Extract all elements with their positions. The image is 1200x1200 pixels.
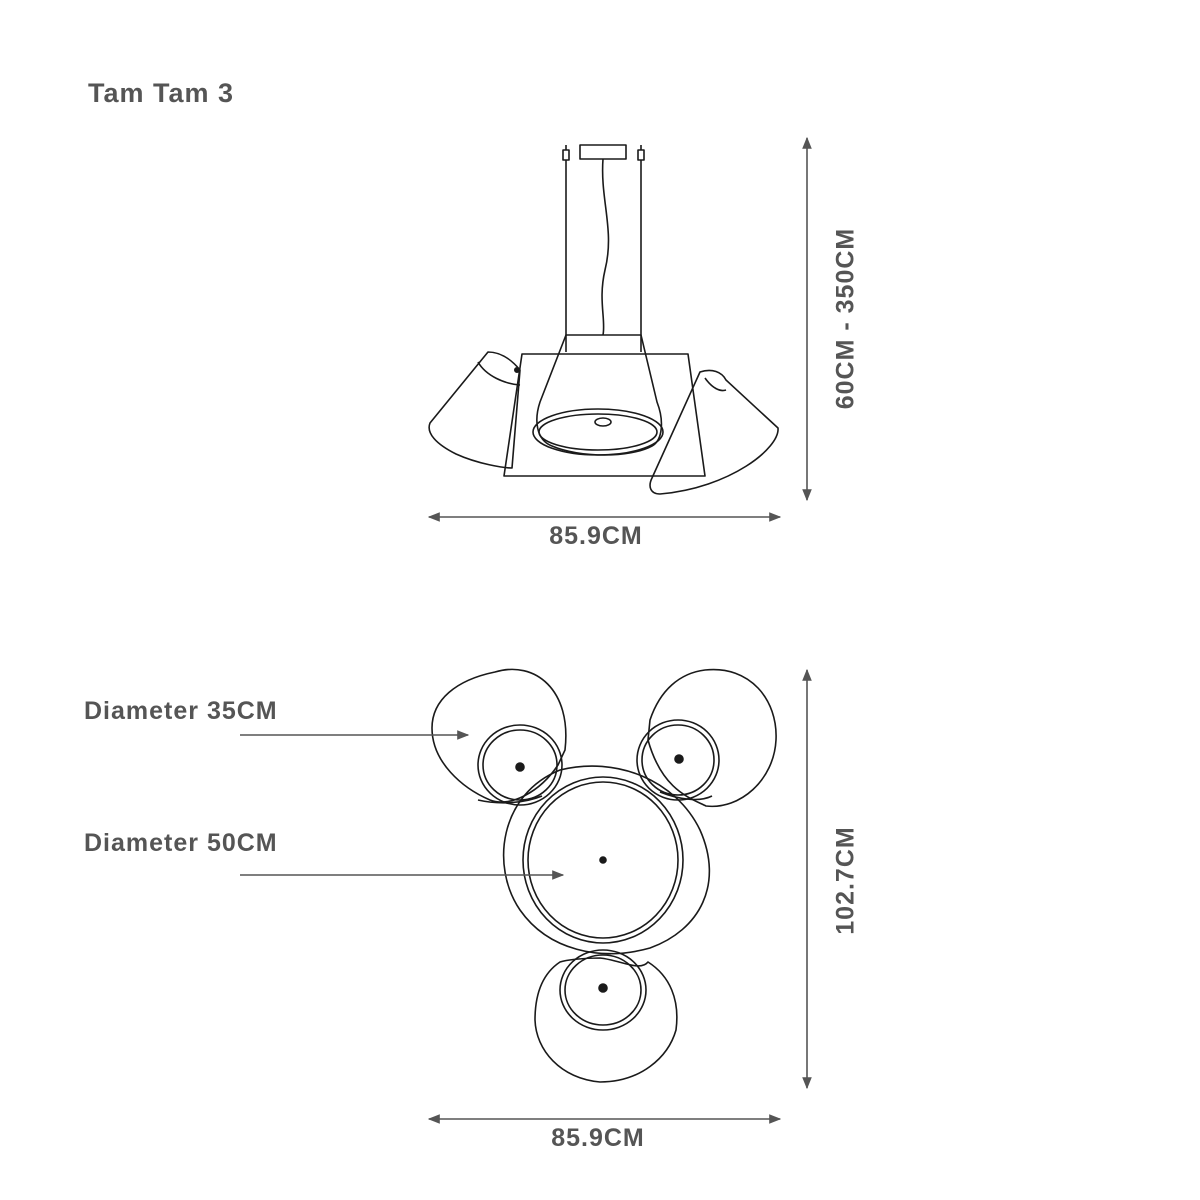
side-left-shade xyxy=(428,351,521,469)
side-back-panel xyxy=(503,353,706,477)
top-height-label: 102.7CM xyxy=(831,826,860,935)
side-height-label: 60CM - 350CM xyxy=(831,227,860,410)
top-bottom-shade xyxy=(534,957,678,1083)
side-center-shade xyxy=(536,334,663,456)
callout-large-label: Diameter 50CM xyxy=(84,829,278,857)
top-left-shade xyxy=(431,668,567,803)
top-view-drawing xyxy=(431,668,777,1083)
ceiling-canopy xyxy=(579,144,627,160)
top-width-label: 85.9CM xyxy=(551,1124,645,1152)
product-title: Tam Tam 3 xyxy=(88,78,235,108)
top-center-outer-ring xyxy=(502,765,711,955)
side-right-shade xyxy=(649,369,779,495)
side-width-label: 85.9CM xyxy=(549,522,643,550)
power-cord xyxy=(601,158,610,336)
callout-small-label: Diameter 35CM xyxy=(84,697,278,725)
suspension-hook-left xyxy=(562,149,570,161)
suspension-hook-right xyxy=(637,149,645,161)
side-view-drawing xyxy=(428,144,779,495)
top-right-shade xyxy=(647,668,777,808)
